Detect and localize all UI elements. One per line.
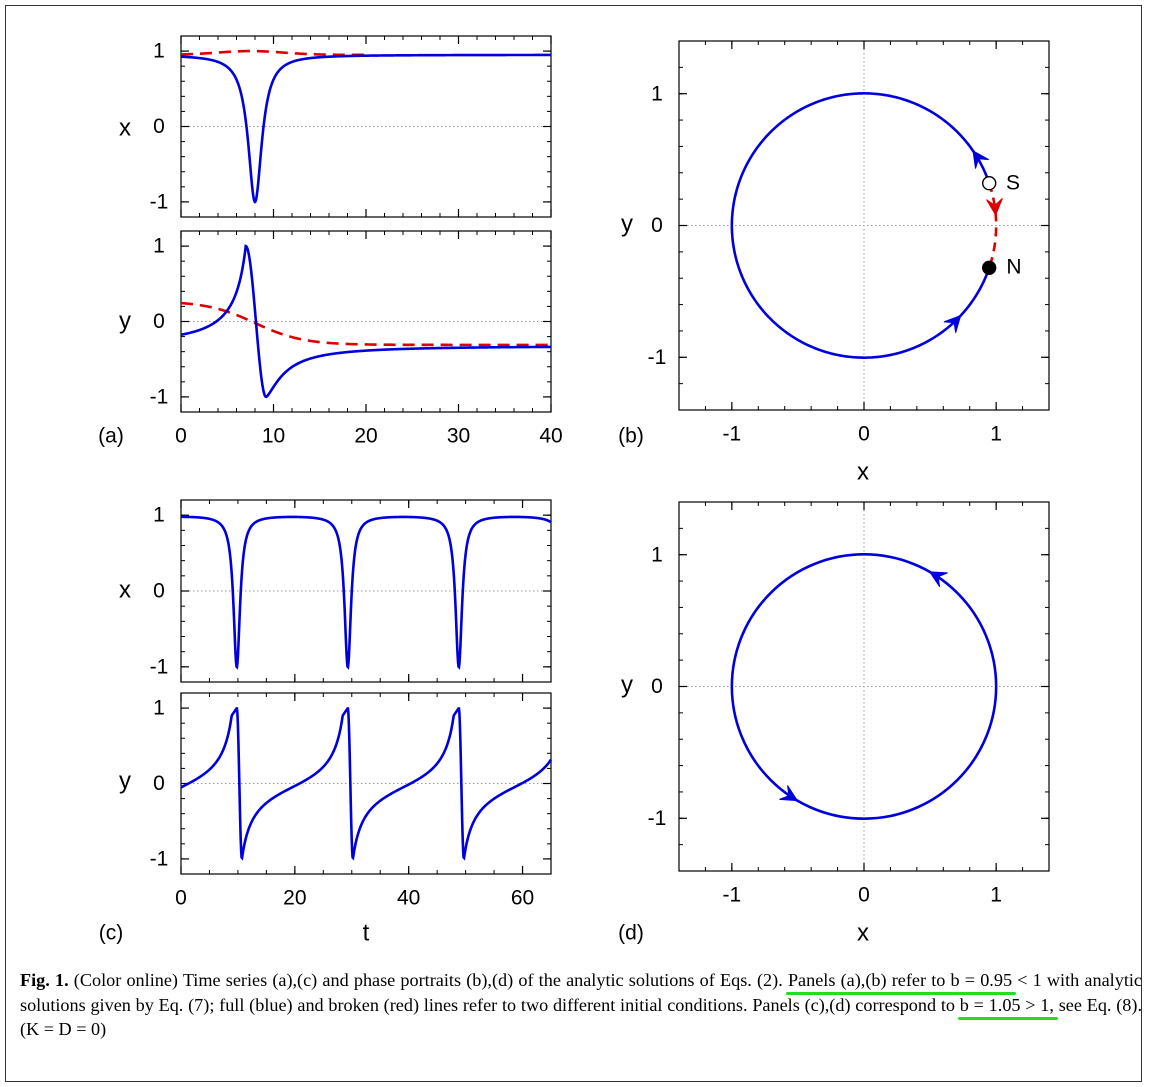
panel-a-top-ylabel: x xyxy=(119,114,131,141)
panel-c-bottom-ylabel: y xyxy=(119,767,131,794)
panel-d-xlabel: x xyxy=(857,919,869,946)
figure-caption: Fig. 1. (Color online) Time series (a),(… xyxy=(20,968,1142,1042)
panel-d-series-blue xyxy=(730,553,998,820)
caption-highlight-1: Panels (a),(b) refer to b = 0.95 xyxy=(787,970,1013,990)
panel-a-top-tick-label-y: 0 xyxy=(153,115,165,138)
panel-c-bottom-tick-label-y: -1 xyxy=(150,847,169,870)
panel-b-tick-label-y: -1 xyxy=(648,346,667,369)
panel-b-tick-label-y: 0 xyxy=(651,214,663,237)
panel-a-bottom-tick-label-x: 0 xyxy=(175,425,187,448)
panel-c-bottom-series-blue xyxy=(180,707,553,861)
panel-d-arrow-blue-lower xyxy=(779,785,799,802)
panel-c-bottom-tick-label-x: 0 xyxy=(175,887,187,910)
panel-d-tick-label-y: -1 xyxy=(648,807,667,830)
panel-a-bottom-tick-label-x: 30 xyxy=(447,425,470,448)
panel-a-bottom-tick-label-x: 10 xyxy=(262,425,285,448)
panel-d-tick-label-x: 0 xyxy=(858,884,870,907)
panel-d-ylabel: y xyxy=(621,671,633,698)
panel-a-bottom-ylabel: y xyxy=(119,307,131,334)
panel-c-top-tick-label-y: 1 xyxy=(153,504,165,527)
panel-a-top-tick-label-y: 1 xyxy=(153,40,165,63)
panel-c-bottom-tick-label-x: 20 xyxy=(283,887,306,910)
panel-b-tick-label-x: 0 xyxy=(858,423,870,446)
panel-c-bottom-tick-label-y: 0 xyxy=(153,772,165,795)
panel-b-point-s xyxy=(981,176,997,191)
panel-a-bottom-tick-label-x: 40 xyxy=(539,425,562,448)
panel-d-tick-label-y: 1 xyxy=(651,543,663,566)
panel-b-arrow-red xyxy=(986,197,1003,217)
panel-a-bottom-tick-label-y: 1 xyxy=(153,235,165,258)
panel-b-label-n: N xyxy=(1006,256,1021,279)
panel-d-label: (d) xyxy=(618,922,644,945)
panel-b-series-blue xyxy=(730,92,991,359)
panel-a-top-series-blue xyxy=(180,53,551,204)
panel-a-top-tick-label-y: -1 xyxy=(150,190,169,213)
panel-d-arrow-blue-upper xyxy=(928,571,948,588)
panel-c-bottom-tick-label-x: 40 xyxy=(397,887,420,910)
caption-text-2: < 1 with analytic solutions given by Eq.… xyxy=(20,970,1142,1015)
panel-d-tick-label-x: -1 xyxy=(723,884,742,907)
panel-a-label: (a) xyxy=(98,425,124,448)
panel-b-arrow-blue-upper xyxy=(972,149,989,169)
caption-text-3: see Eq. (8). (K = D = 0) xyxy=(20,994,1142,1040)
panel-b-point-n xyxy=(981,260,997,275)
panel-a-bottom-tick-label-y: 0 xyxy=(153,310,165,333)
caption-label: Fig. 1. xyxy=(20,970,69,990)
panel-b-label: (b) xyxy=(618,425,644,448)
panel-b-tick-label-x: -1 xyxy=(723,423,742,446)
panel-b-arrow-blue-lower xyxy=(943,314,962,333)
panel-c-top-ylabel: x xyxy=(119,576,131,603)
caption-text-1: (Color online) Time series (a),(c) and p… xyxy=(68,970,788,990)
panel-a-bottom-series-red xyxy=(180,301,551,347)
panel-c-top-tick-label-y: 0 xyxy=(153,580,165,603)
panel-c-xlabel: t xyxy=(363,919,370,946)
panel-a-top-series-red xyxy=(180,49,366,57)
panel-b-tick-label-x: 1 xyxy=(990,423,1002,446)
panel-c-top-series-blue xyxy=(181,515,552,670)
panel-a-bottom-series-blue xyxy=(180,244,551,399)
panel-b-label-s: S xyxy=(1006,172,1020,195)
caption-highlight-2: b = 1.05 > 1, xyxy=(959,994,1054,1015)
panel-c-label: (c) xyxy=(99,922,124,945)
panel-c-bottom-tick-label-x: 60 xyxy=(511,887,534,910)
panel-d-tick-label-y: 0 xyxy=(651,675,663,698)
panel-a-bottom-tick-label-y: -1 xyxy=(150,385,169,408)
panel-a-bottom-tick-label-x: 20 xyxy=(354,425,377,448)
panel-c-top-tick-label-y: -1 xyxy=(150,655,169,678)
panel-b-xlabel: x xyxy=(857,458,869,485)
panel-b-tick-label-y: 1 xyxy=(651,82,663,105)
panel-b-ylabel: y xyxy=(621,210,633,237)
panel-d-tick-label-x: 1 xyxy=(990,884,1002,907)
panel-c-bottom-tick-label-y: 1 xyxy=(153,697,165,720)
